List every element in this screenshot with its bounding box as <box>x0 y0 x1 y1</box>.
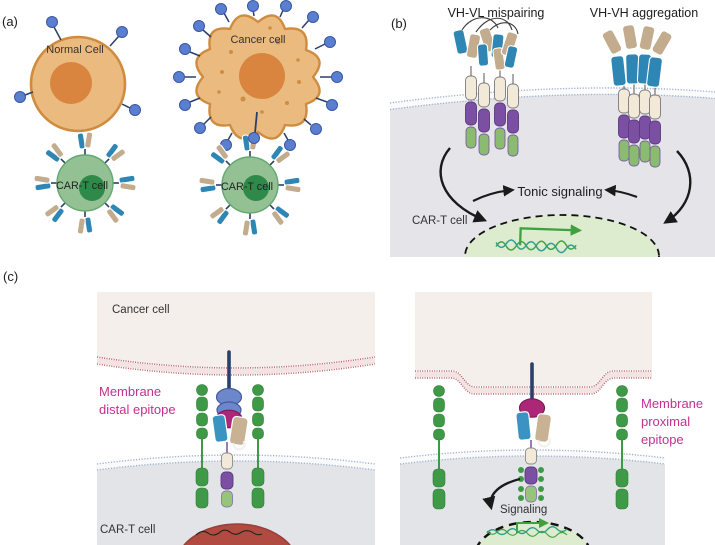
panel-a: (a) Normal Cell <box>2 0 343 238</box>
normal-cell-nucleus <box>50 62 92 104</box>
cancer-cell-antigens <box>173 0 343 151</box>
mispairing-loops <box>461 17 519 35</box>
signal-arrows-b <box>439 147 692 224</box>
vhvh-aggregation-heading: VH-VH aggregation <box>590 6 698 20</box>
cart-nucleus-left <box>183 523 291 545</box>
panel-a-tag: (a) <box>2 14 18 29</box>
cart-membrane-left <box>97 454 375 545</box>
bystander-receptor <box>432 384 446 510</box>
vhvh-aggregation-receptors <box>601 24 673 168</box>
cart-cell-right: CAR-T cell <box>197 132 303 238</box>
cancer-membrane-left <box>97 356 375 376</box>
vhvl-mispairing-receptors <box>452 17 520 157</box>
cart-label-c-left: CAR-T cell <box>100 524 155 536</box>
svg-text:proximal: proximal <box>641 414 690 429</box>
panel-c-right: Signaling <box>400 292 665 545</box>
bystander-receptor <box>251 383 265 509</box>
normal-cell-label: Normal Cell <box>46 44 103 56</box>
membrane-distal-epitope-label: Membrane distal epitope <box>99 384 176 417</box>
antigen-car-proximal <box>515 362 552 503</box>
bystander-receptor <box>195 383 209 509</box>
cart-cell-left: CAR-T cell <box>32 130 138 236</box>
svg-text:Membrane: Membrane <box>99 384 161 399</box>
cart-label-b: CAR-T cell <box>412 215 467 227</box>
dna-helix-teal <box>495 239 577 254</box>
transcription-arrow <box>518 224 583 246</box>
signaling-arrow <box>482 477 521 511</box>
cancer-cell: Cancer cell <box>173 0 343 151</box>
normal-cell: Normal Cell <box>14 16 141 133</box>
svg-text:distal epitope: distal epitope <box>99 402 176 417</box>
cart-nucleus-right <box>476 518 590 545</box>
phosphorylation-dots <box>518 467 544 501</box>
transcription-arrow-small <box>516 518 549 533</box>
cancer-cell-region-right <box>415 292 652 386</box>
cancer-cell-region-left <box>97 292 375 368</box>
cancer-cell-speckles <box>217 26 301 114</box>
cancer-cell-label-c: Cancer cell <box>112 304 170 316</box>
svg-text:Membrane: Membrane <box>641 396 703 411</box>
cart-left-label: CAR-T cell <box>56 180 108 192</box>
cancer-cell-label: Cancer cell <box>230 34 285 46</box>
tonic-signaling-label: Tonic signaling <box>517 184 602 199</box>
signaling-label: Signaling <box>500 504 547 516</box>
svg-text:epitope: epitope <box>641 432 684 447</box>
panel-b: (b) VH-VL mispairing VH-VH aggregation <box>389 6 715 257</box>
cart-nucleus-b <box>464 214 660 257</box>
cart-right-nucleus <box>243 175 269 201</box>
normal-cell-antigens <box>24 26 131 109</box>
cart-right-label: CAR-T cell <box>221 181 273 193</box>
vhvl-mispairing-heading: VH-VL mispairing <box>448 6 545 20</box>
panel-b-tag: (b) <box>391 16 407 31</box>
cart-left-nucleus <box>79 175 105 201</box>
panel-c-tag: (c) <box>3 269 18 284</box>
bystander-receptor <box>615 384 629 510</box>
antigen-car-distal <box>211 350 249 508</box>
engaged-antigen <box>248 111 260 144</box>
cancer-cell-nucleus <box>239 53 285 99</box>
panel-c-left: Cancer cell CAR-T <box>97 292 375 545</box>
membrane-proximal-epitope-label: Membrane proximal epitope <box>641 396 703 447</box>
